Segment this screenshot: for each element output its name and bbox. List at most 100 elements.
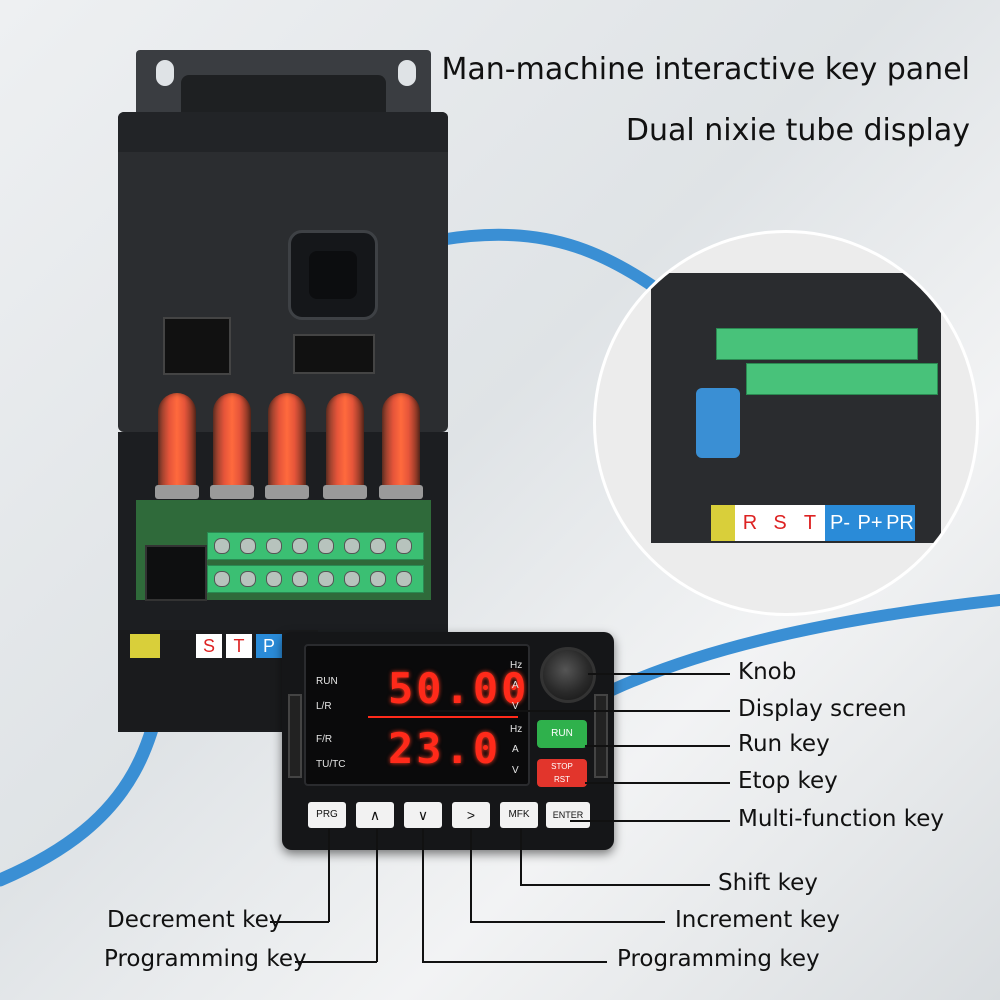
reset-label: RST bbox=[554, 775, 570, 784]
headline-line-1: Man-machine interactive key panel bbox=[441, 52, 970, 87]
run-button[interactable]: RUN bbox=[537, 720, 587, 748]
callout-knob: Knob bbox=[738, 659, 797, 685]
leader-dec-v bbox=[328, 829, 330, 922]
leader-inc-h bbox=[470, 921, 665, 923]
callout-multi-function-key: Multi-function key bbox=[738, 806, 945, 832]
nixie-tube bbox=[268, 393, 306, 498]
terminal-label-s: S bbox=[196, 634, 222, 658]
leader-display bbox=[430, 710, 730, 712]
screw-icon bbox=[266, 571, 282, 587]
rj45-port bbox=[145, 545, 207, 601]
top-unit-hz: Hz bbox=[510, 660, 523, 671]
keypad-socket bbox=[288, 230, 378, 320]
bottom-unit-v: V bbox=[512, 765, 519, 776]
mfk-key[interactable]: MFK bbox=[500, 802, 538, 828]
leader-shift-h bbox=[520, 884, 710, 886]
screw-icon bbox=[240, 538, 256, 554]
cover-top-edge bbox=[118, 112, 448, 152]
inset-terminal-upper bbox=[716, 328, 918, 360]
terminal-label-p: P bbox=[256, 634, 282, 658]
screw-icon bbox=[396, 571, 412, 587]
callout-display-screen: Display screen bbox=[738, 696, 907, 722]
nixie-tube bbox=[213, 393, 251, 498]
indicator-run: RUN bbox=[316, 676, 338, 687]
control-knob[interactable] bbox=[540, 647, 596, 703]
leader-run bbox=[585, 745, 730, 747]
ground-icon bbox=[130, 634, 160, 658]
inset-label: T bbox=[795, 505, 825, 541]
leader-knob bbox=[588, 673, 730, 675]
inverter-drive bbox=[118, 50, 448, 732]
inset-ground-icon bbox=[711, 505, 735, 541]
inset-terminal-lower bbox=[746, 363, 938, 395]
tube-base bbox=[379, 485, 423, 499]
display-screen: RUN L/R F/R TU/TC 50.00 23.0 Hz A V Hz A… bbox=[304, 644, 530, 786]
display-divider bbox=[368, 716, 518, 718]
indicator-forward-reverse: F/R bbox=[316, 734, 333, 745]
screw-icon bbox=[344, 538, 360, 554]
callout-shift-key: Shift key bbox=[718, 870, 818, 896]
nixie-tube bbox=[158, 393, 196, 498]
inset-terminal-labels: R S T P- P+ PR bbox=[711, 505, 915, 541]
inset-rj45-plug bbox=[696, 388, 740, 458]
tube-base bbox=[265, 485, 309, 499]
up-key[interactable]: ∧ bbox=[356, 802, 394, 828]
top-display-value: 50.00 bbox=[388, 664, 530, 713]
mount-hole-icon bbox=[156, 60, 174, 86]
stop-reset-button[interactable]: STOP RST bbox=[537, 759, 587, 787]
inset-label: R bbox=[735, 505, 765, 541]
leader-dec-h bbox=[270, 921, 329, 923]
leader-prog-r-v bbox=[422, 829, 424, 962]
stop-label: STOP bbox=[551, 762, 573, 771]
inset-label: P- bbox=[825, 505, 855, 541]
left-clip bbox=[288, 694, 302, 778]
cable-right bbox=[606, 594, 1000, 696]
leader-prog-r-h bbox=[422, 961, 607, 963]
screw-icon bbox=[318, 538, 334, 554]
enter-key[interactable]: ENTER bbox=[546, 802, 590, 828]
top-unit-v: V bbox=[512, 701, 519, 712]
screw-icon bbox=[266, 538, 282, 554]
pin-connector bbox=[163, 317, 231, 375]
screw-icon bbox=[292, 571, 308, 587]
screw-icon bbox=[370, 571, 386, 587]
upper-cover bbox=[118, 112, 448, 432]
screw-icon bbox=[396, 538, 412, 554]
leader-stop bbox=[585, 782, 730, 784]
bottom-unit-a: A bbox=[512, 744, 519, 755]
callout-programming-key-left: Programming key bbox=[104, 946, 307, 972]
tube-base bbox=[155, 485, 199, 499]
callout-stop-key: Etop key bbox=[738, 768, 838, 794]
screw-icon bbox=[370, 538, 386, 554]
nixie-tube bbox=[326, 393, 364, 498]
down-key[interactable]: ∨ bbox=[404, 802, 442, 828]
keypad-panel: RUN L/R F/R TU/TC 50.00 23.0 Hz A V Hz A… bbox=[282, 632, 614, 850]
terminal-zoom-inset: R S T P- P+ PR bbox=[596, 233, 976, 613]
leader-shift-v bbox=[520, 829, 522, 885]
callout-decrement-key: Decrement key bbox=[107, 907, 283, 933]
inset-label: P+ bbox=[855, 505, 885, 541]
screw-icon bbox=[344, 571, 360, 587]
top-unit-a: A bbox=[512, 680, 519, 691]
leader-mfk bbox=[570, 820, 730, 822]
callout-programming-key-right: Programming key bbox=[617, 946, 820, 972]
leader-inc-v bbox=[470, 829, 472, 922]
screw-icon bbox=[240, 571, 256, 587]
leader-prog-l-v bbox=[376, 829, 378, 962]
right-clip bbox=[594, 694, 608, 778]
screw-icon bbox=[318, 571, 334, 587]
ribbon-connector bbox=[293, 334, 375, 374]
terminal-label-t: T bbox=[226, 634, 252, 658]
screw-icon bbox=[292, 538, 308, 554]
bottom-unit-hz: Hz bbox=[510, 724, 523, 735]
callout-increment-key: Increment key bbox=[675, 907, 840, 933]
inset-chassis bbox=[651, 273, 941, 543]
screw-icon bbox=[214, 571, 230, 587]
prg-key[interactable]: PRG bbox=[308, 802, 346, 828]
inset-label: S bbox=[765, 505, 795, 541]
headline-line-2: Dual nixie tube display bbox=[625, 113, 970, 148]
indicator-torque: TU/TC bbox=[316, 759, 346, 770]
leader-prog-l-h bbox=[295, 961, 377, 963]
tube-base bbox=[210, 485, 254, 499]
shift-right-key[interactable]: > bbox=[452, 802, 490, 828]
